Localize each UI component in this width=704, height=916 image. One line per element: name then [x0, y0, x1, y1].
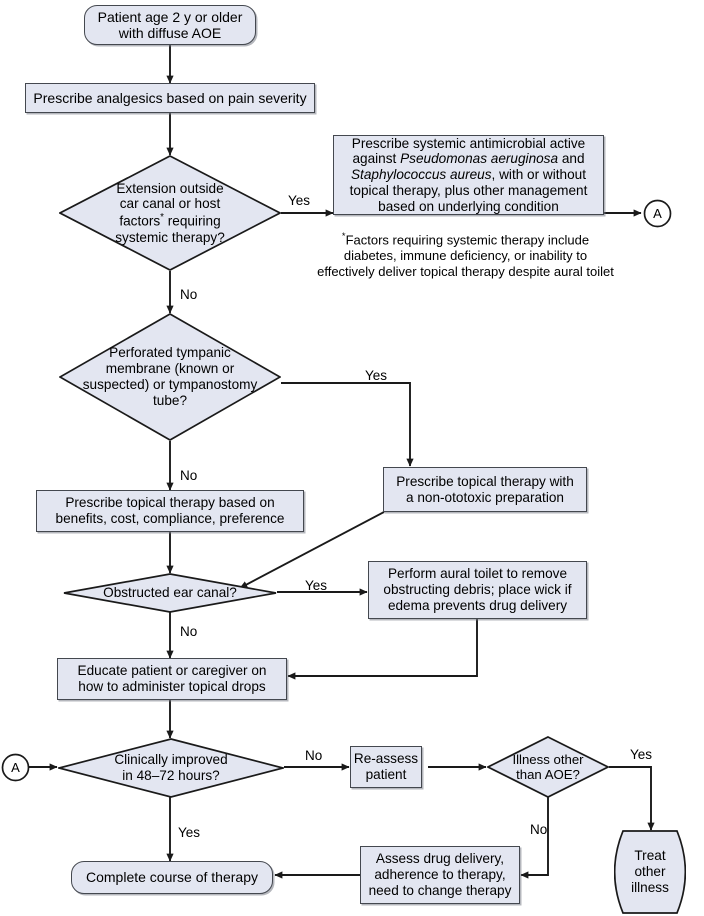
node-systemic-antimicrobial[interactable]: Prescribe systemic antimicrobial active …	[333, 135, 604, 215]
node-treat-other-illness[interactable]: Treat other illness	[614, 830, 686, 914]
footnote-line2: diabetes, immune deficiency, or inabilit…	[343, 248, 588, 264]
decision-extension-line4: systemic therapy?	[115, 229, 225, 245]
edge-label-improved-yes: Yes	[178, 825, 201, 840]
systemic-line3: Staphylococcus aureus, with or without	[350, 167, 586, 183]
footnote-line3: effectively deliver topical therapy desp…	[317, 264, 614, 280]
decision-extension-line1: Extension outside	[116, 180, 224, 196]
decision-obstructed-label: Obstructed ear canal?	[103, 585, 237, 601]
footnote-marker-icon: *	[160, 212, 164, 224]
decision-improved-line2: in 48–72 hours?	[122, 768, 220, 783]
treat-other-line2: other	[634, 863, 666, 879]
systemic-line5: based on underlying condition	[378, 198, 559, 214]
aural-toilet-line3: edema prevents drug delivery	[387, 597, 568, 613]
node-start[interactable]: Patient age 2 y or older with diffuse AO…	[84, 5, 256, 45]
reassess-line1: Re-assess	[353, 751, 419, 767]
edge-label-other-illness-yes: Yes	[630, 747, 653, 762]
node-aural-toilet[interactable]: Perform aural toilet to remove obstructi…	[368, 561, 587, 619]
node-start-line1: Patient age 2 y or older	[97, 8, 243, 25]
assess-drug-line2: adherence to therapy,	[374, 867, 506, 883]
nonototoxic-line1: Prescribe topical therapy with	[396, 473, 574, 489]
edge-label-other-illness-no: No	[530, 822, 548, 837]
connector-a-left-label: A	[11, 760, 20, 775]
topical-benefits-line1: Prescribe topical therapy based on	[65, 495, 275, 511]
decision-perforated-line2: membrane (known or	[105, 361, 235, 377]
node-nonototoxic-therapy[interactable]: Prescribe topical therapy with a non-oto…	[383, 467, 587, 512]
treat-other-line1: Treat	[634, 847, 666, 863]
node-decision-improved[interactable]: Clinically improved in 48–72 hours?	[58, 738, 284, 798]
decision-other-illness-line1: Illness other	[512, 751, 584, 767]
edge-label-improved-no: No	[305, 748, 323, 763]
aural-toilet-line2: obstructing debris; place wick if	[383, 582, 572, 598]
edge-label-obstructed-yes: Yes	[305, 578, 328, 593]
educate-line1: Educate patient or caregiver on	[77, 663, 267, 679]
decision-extension-line3: factors* requiring	[119, 212, 221, 229]
complete-course-label: Complete course of therapy	[86, 869, 258, 886]
decision-extension-line2: car canal or host	[119, 196, 221, 212]
reassess-line2: patient	[365, 767, 407, 782]
node-decision-extension[interactable]: Extension outside car canal or host fact…	[59, 155, 281, 271]
nonototoxic-line2: a non-ototoxic preparation	[406, 489, 564, 505]
assess-drug-line3: need to change therapy	[368, 882, 512, 898]
connector-a-right[interactable]: A	[643, 199, 672, 228]
edge-label-perforated-yes: Yes	[365, 368, 388, 383]
systemic-line2: against Pseudomonas aeruginosa and	[352, 151, 585, 167]
treat-other-line3: illness	[631, 880, 669, 896]
footnote-line1: *Factors requiring systemic therapy incl…	[341, 231, 590, 248]
node-assess-drug-delivery[interactable]: Assess drug delivery, adherence to thera…	[360, 846, 520, 904]
decision-improved-line1: Clinically improved	[114, 752, 228, 768]
footnote-block: *Factors requiring systemic therapy incl…	[303, 231, 628, 280]
node-topical-benefits[interactable]: Prescribe topical therapy based on benef…	[36, 490, 304, 532]
node-reassess-patient[interactable]: Re-assess patient	[350, 746, 422, 788]
assess-drug-line1: Assess drug delivery,	[375, 851, 505, 867]
topical-benefits-line2: benefits, cost, compliance, preference	[55, 511, 285, 526]
node-prescribe-analgesics[interactable]: Prescribe analgesics based on pain sever…	[25, 83, 315, 113]
educate-line2: how to administer topical drops	[78, 679, 266, 694]
aural-toilet-line1: Perform aural toilet to remove	[387, 566, 568, 582]
node-prescribe-analgesics-label: Prescribe analgesics based on pain sever…	[33, 89, 307, 106]
decision-perforated-line3: suspected) or tympanostomy	[82, 377, 258, 392]
systemic-line1: Prescribe systemic antimicrobial active	[351, 135, 586, 151]
decision-perforated-line4: tube?	[152, 392, 188, 408]
systemic-line4: topical therapy, plus other management	[349, 182, 588, 198]
decision-other-illness-line2: than AOE?	[516, 767, 580, 782]
node-decision-obstructed[interactable]: Obstructed ear canal?	[63, 573, 277, 613]
node-educate-patient[interactable]: Educate patient or caregiver on how to a…	[57, 658, 287, 700]
connector-a-right-label: A	[653, 206, 662, 221]
connector-a-left[interactable]: A	[1, 753, 30, 782]
edge-label-extension-no: No	[180, 287, 198, 302]
decision-perforated-line1: Perforated tympanic	[109, 345, 231, 361]
node-decision-other-illness[interactable]: Illness other than AOE?	[487, 736, 609, 798]
edge-label-perforated-no: No	[180, 468, 198, 483]
edge-label-obstructed-no: No	[180, 624, 198, 639]
node-complete-course[interactable]: Complete course of therapy	[71, 861, 273, 894]
edge-label-extension-yes: Yes	[288, 193, 311, 208]
node-decision-perforated[interactable]: Perforated tympanic membrane (known or s…	[59, 313, 281, 441]
node-start-line2: with diffuse AOE	[118, 25, 222, 41]
